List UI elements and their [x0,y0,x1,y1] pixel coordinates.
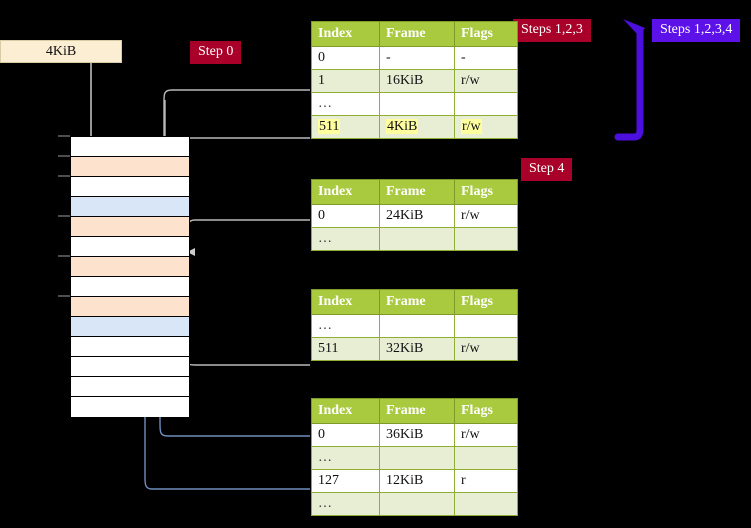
cell-flags [454,314,518,338]
cell-index: 127 [311,469,380,493]
table-header-flags: Flags [454,398,518,424]
cell-index: 511 [311,115,380,139]
cell-frame [379,227,455,251]
memory-grid-row [71,177,189,197]
cell-index: 511 [311,337,380,361]
cell-frame: 24KiB [379,204,455,228]
memory-grid [70,136,190,417]
table-header-frame: Frame [379,179,455,205]
cell-index: 0 [311,46,380,70]
cell-flags [454,446,518,470]
cell-index: … [311,492,380,516]
memory-grid-row [71,377,189,397]
table-header-index: Index [311,179,380,205]
memory-block-label-text: 4KiB [45,43,77,59]
table-row: 0-- [311,46,518,70]
table-header-flags: Flags [454,289,518,315]
badge-steps-123-text: Steps 1,2,3 [521,22,583,37]
badge-step-4-text: Step 4 [529,161,565,176]
badge-step-0-text: Step 0 [198,44,234,59]
cell-flags: r/w [454,115,518,139]
cell-flags: r [454,469,518,493]
badge-steps-1234-text: Steps 1,2,3,4 [660,22,733,37]
table-row: … [311,92,518,116]
table-header-frame: Frame [379,289,455,315]
memory-grid-row [71,337,189,357]
table-row: … [311,227,518,251]
table-row: … [311,446,518,470]
cell-frame: 4KiB [379,115,455,139]
memory-grid-row [71,317,189,337]
table-row: 511 4KiB r/w [311,115,518,139]
table-header-flags: Flags [454,21,518,47]
highlighted-value: 4KiB [386,119,419,134]
ellipsis: … [318,96,333,111]
table-header-frame: Frame [379,398,455,424]
cell-frame: 32KiB [379,337,455,361]
memory-block-label: 4KiB [0,40,122,63]
cell-frame [379,492,455,516]
cell-flags: r/w [454,69,518,93]
memory-grid-row [71,197,189,217]
table-row: … [311,492,518,516]
cell-index: … [311,92,380,116]
cell-index: … [311,446,380,470]
cell-frame [379,446,455,470]
cell-flags: r/w [454,204,518,228]
memory-grid-row [71,297,189,317]
cell-index: 1 [311,69,380,93]
cell-frame: 12KiB [379,469,455,493]
cell-frame [379,92,455,116]
cell-index: … [311,227,380,251]
table-header-index: Index [311,398,380,424]
cell-flags [454,227,518,251]
badge-steps-1234: Steps 1,2,3,4 [652,19,741,42]
ellipsis: … [318,496,333,511]
memory-grid-row [71,237,189,257]
memory-grid-row [71,357,189,377]
memory-grid-row [71,217,189,237]
cell-flags: r/w [454,423,518,447]
memory-grid-row [71,157,189,177]
cell-index: 0 [311,204,380,228]
cell-index: 0 [311,423,380,447]
ellipsis: … [318,318,333,333]
cell-flags: r/w [454,337,518,361]
badge-step-4: Step 4 [521,158,573,181]
highlighted-value: 511 [318,119,341,134]
ellipsis: … [318,450,333,465]
cell-flags [454,92,518,116]
table-row: … [311,314,518,338]
table-header-frame: Frame [379,21,455,47]
table-header-index: Index [311,289,380,315]
cell-flags: - [454,46,518,70]
badge-steps-123: Steps 1,2,3 [513,19,591,42]
cell-frame: 36KiB [379,423,455,447]
steps1234-arrowhead [623,19,645,36]
ellipsis: … [318,231,333,246]
cell-index: … [311,314,380,338]
memory-grid-row [71,397,189,417]
memory-grid-row [71,137,189,157]
cell-frame: - [379,46,455,70]
table-header-index: Index [311,21,380,47]
badge-step-0: Step 0 [190,41,242,64]
table-header-flags: Flags [454,179,518,205]
memory-grid-row [71,277,189,297]
cell-frame: 16KiB [379,69,455,93]
memory-grid-row [71,257,189,277]
highlighted-value: r/w [461,119,482,134]
cell-flags [454,492,518,516]
cell-frame [379,314,455,338]
